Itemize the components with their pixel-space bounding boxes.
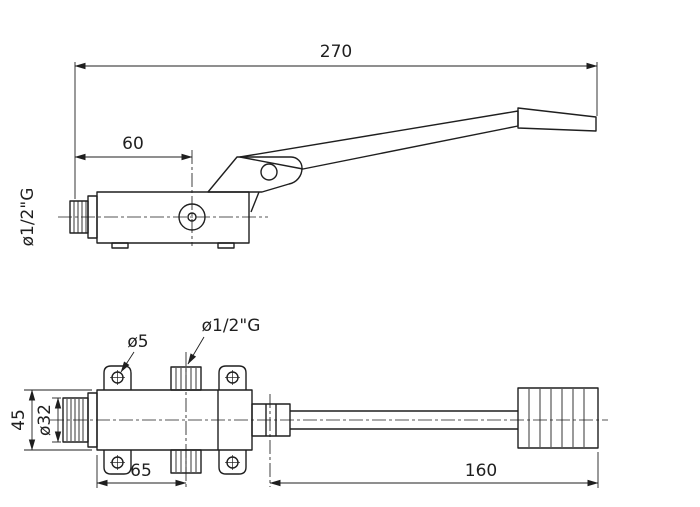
dim-port-offset-label: 65 (130, 461, 152, 481)
side-view-centerlines (58, 150, 268, 246)
valve-stem-line (250, 191, 260, 213)
mounting-hole-diameter-label: ø5 (127, 332, 148, 352)
body-foot-right (217, 242, 235, 249)
mount-tab-top-right (218, 365, 247, 390)
plan-view-thread-hatch (66, 368, 197, 472)
port-bottom (170, 449, 202, 474)
callout-o5-leader (120, 351, 135, 373)
mount-tab-bottom-right (218, 450, 247, 475)
pedal-pad-plan (517, 387, 599, 449)
pedal-lever-side (239, 110, 519, 170)
pedal-pad-side (517, 107, 597, 132)
valve-body-side (96, 191, 250, 244)
bracket-pin-hole (260, 163, 278, 181)
mount-hole-crosshairs (110, 370, 240, 470)
plan-view: 45 ø32 65 160 ø5 (9, 316, 608, 488)
dim-overall-length: 270 (74, 42, 598, 199)
pivot-boss-circle (178, 203, 206, 231)
dim-connector-diameter-label: ø32 (35, 404, 55, 436)
callout-port-thread-leader (187, 336, 205, 365)
dim-pedal-length-label: 160 (465, 461, 497, 481)
side-view-valve-body (69, 107, 597, 249)
dim-overall-length-label: 270 (320, 42, 352, 62)
pedal-rib-lines (528, 389, 585, 447)
dim-body-width-label: 45 (9, 409, 29, 431)
lever-bracket (207, 156, 303, 193)
pivot-hole-circle (187, 212, 197, 222)
callout-port-thread: ø1/2"G (187, 316, 261, 365)
body-foot-left (111, 242, 129, 249)
dim-connector-diameter: ø32 (35, 397, 62, 443)
plan-view-valve-body (62, 365, 599, 475)
port-top (170, 366, 202, 391)
dim-pedal-length: 160 (269, 452, 599, 488)
inlet-thread-label: ø1/2"G (18, 188, 38, 247)
lever-clevis (251, 403, 291, 437)
mount-tab-bottom-left (103, 450, 132, 475)
plan-view-centerlines (50, 352, 608, 487)
dim-body-width: 45 (9, 389, 92, 451)
dim-port-offset: 65 (96, 455, 187, 488)
side-view-thread-hatch (73, 201, 87, 233)
callout-mounting-hole: ø5 (120, 332, 149, 373)
dim-pivot-offset-label: 60 (122, 134, 144, 154)
port-thread-label: ø1/2"G (202, 316, 261, 336)
mount-tab-top-left (103, 365, 132, 390)
side-view: 270 60 ø1/2"G (18, 42, 598, 249)
dim-pivot-offset: 60 (74, 134, 193, 161)
